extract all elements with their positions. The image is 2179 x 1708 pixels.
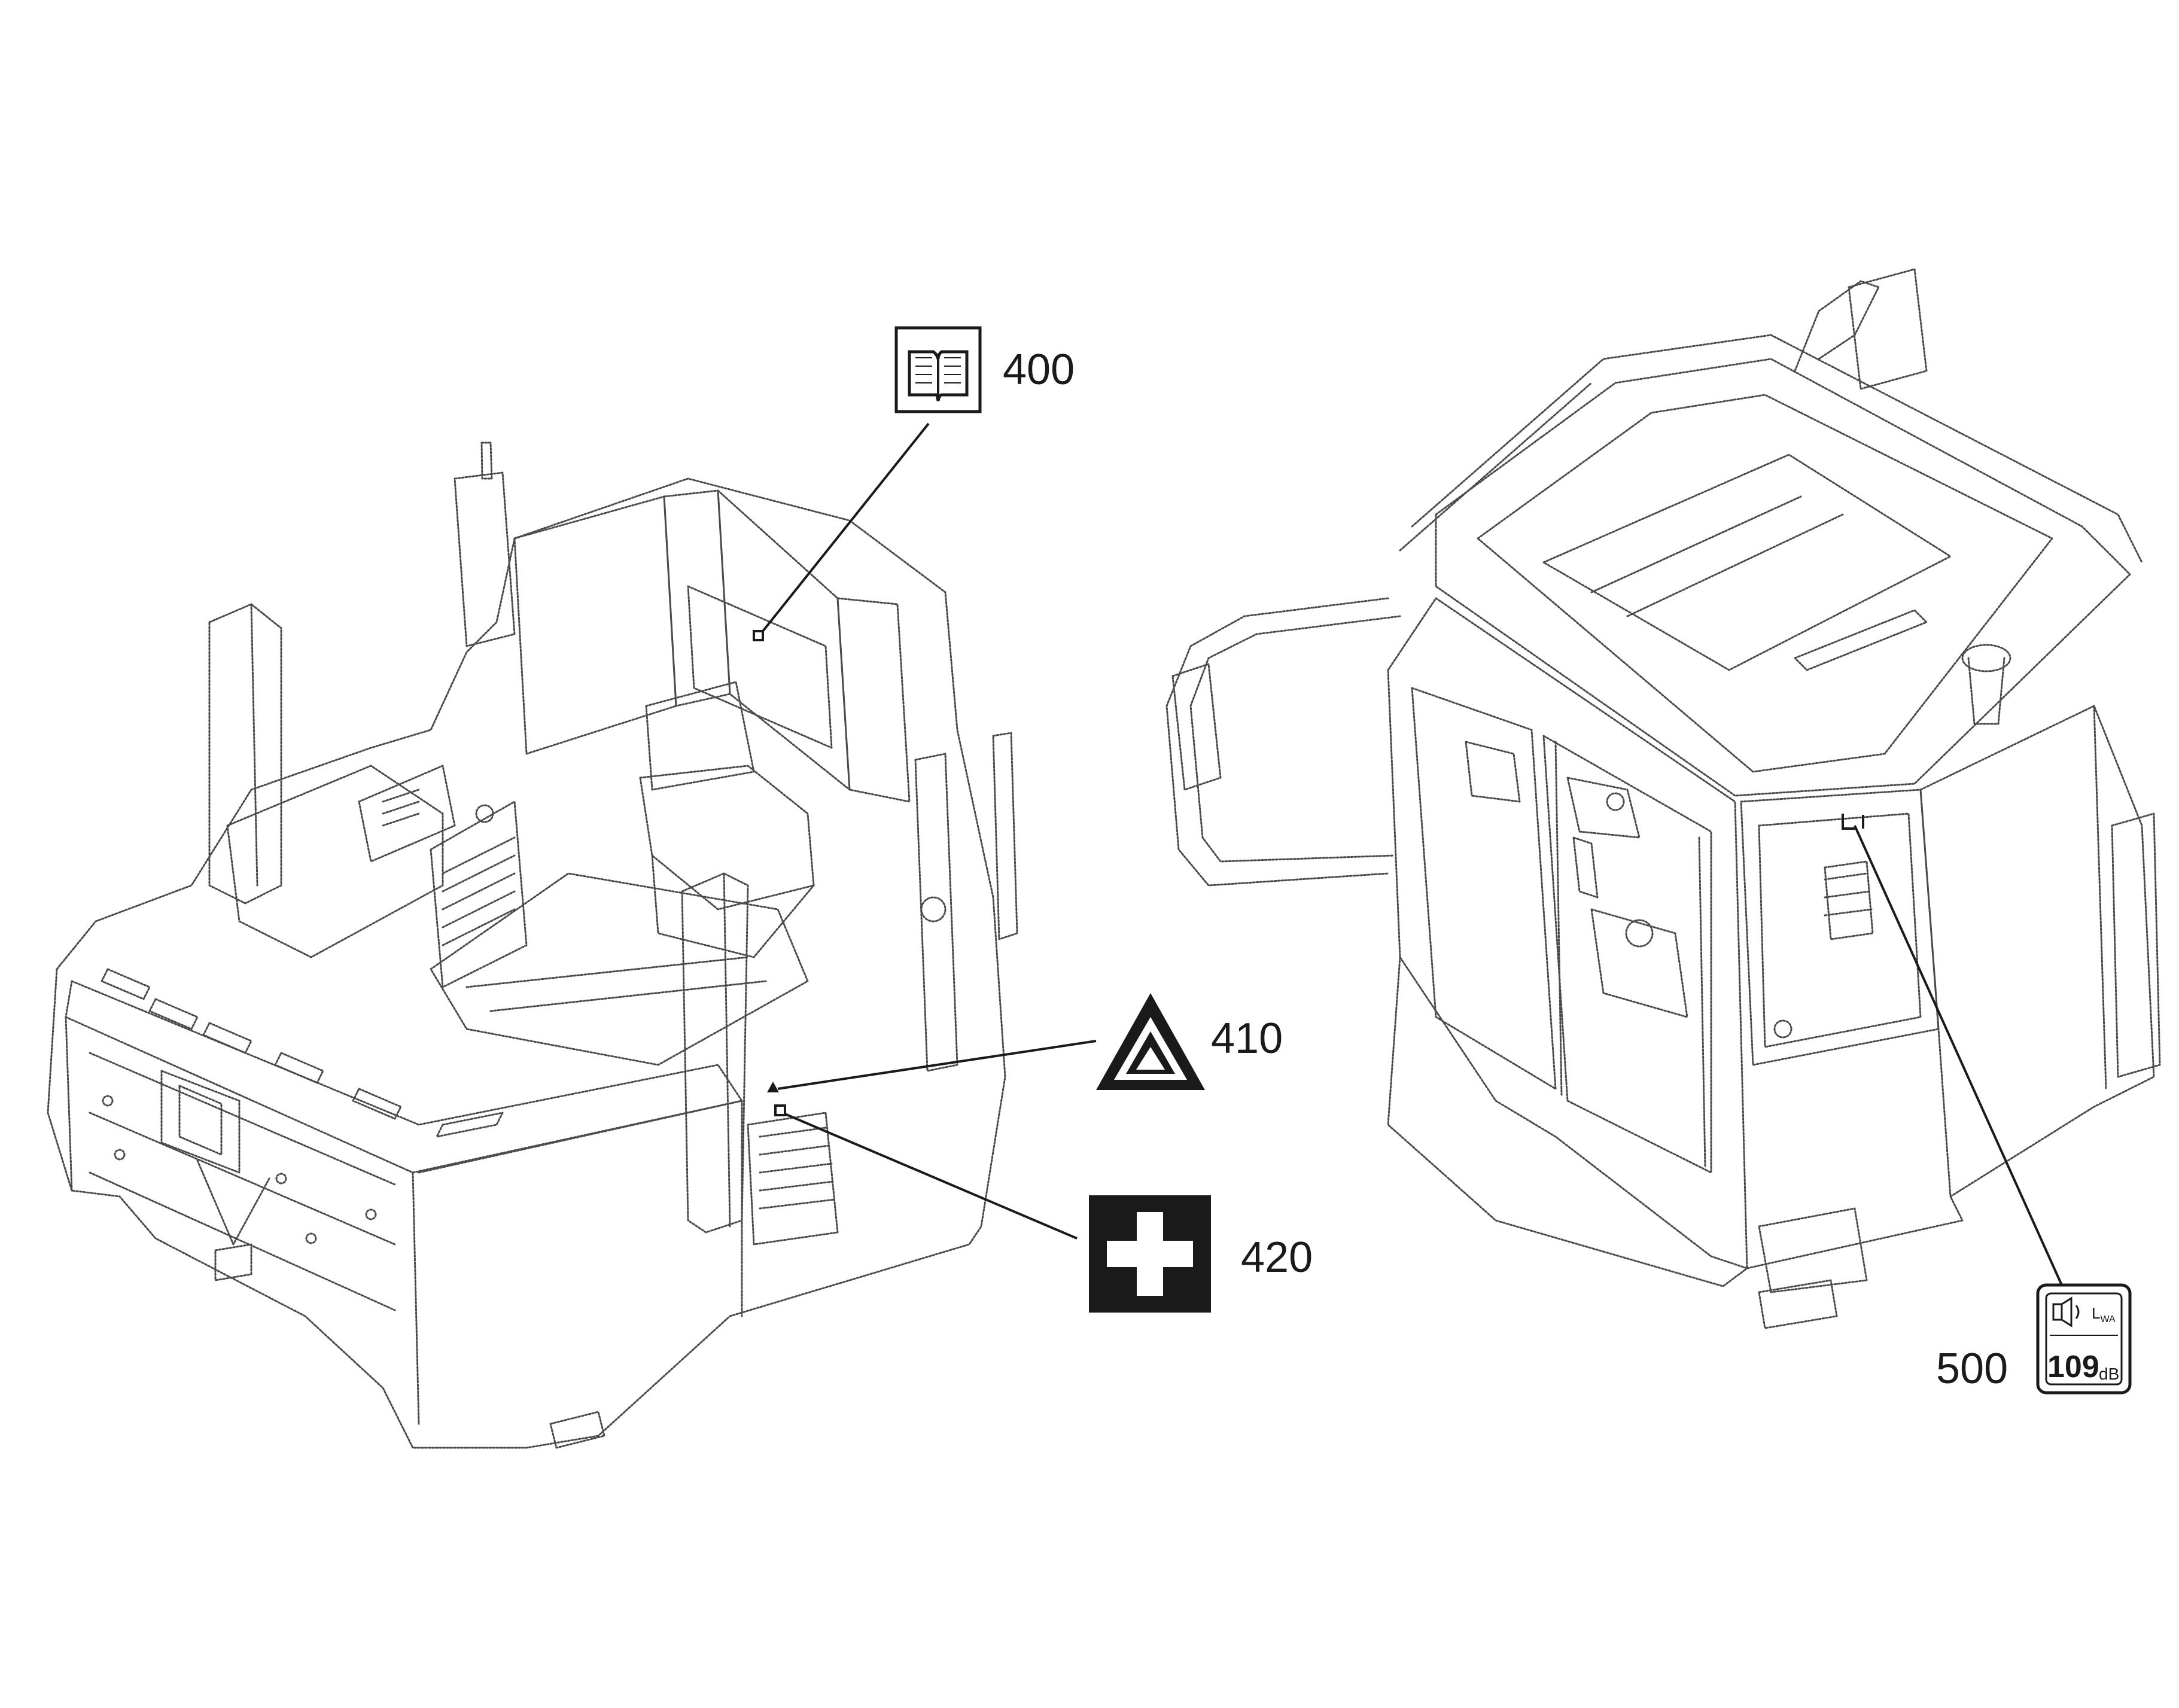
callout-label-400: 400 [1003,346,1075,394]
leader-line-500 [1854,825,2063,1286]
sound-value: 109 [2047,1350,2099,1384]
speaker-icon [2052,1296,2080,1328]
sound-symbol-label: LWA [2092,1304,2116,1325]
target-marker-420 [774,1104,786,1116]
callout-400: 400 [753,326,1075,641]
callout-410: 410 [767,993,1283,1092]
leader-line-410 [777,1040,1097,1090]
target-marker-400 [753,630,764,641]
operator-manual-icon [908,350,969,401]
target-marker-410 [767,1082,779,1092]
sound-symbol-letter: L [2092,1304,2100,1322]
callout-label-420: 420 [1241,1234,1313,1281]
callout-420: 420 [774,1104,1313,1313]
callout-500: LWA 109 dB 500 [1842,814,2132,1395]
target-marker-500 [1842,814,1864,830]
sound-symbol-subscript: WA [2100,1314,2116,1325]
cab-right-view [1165,268,2161,1329]
sound-unit: dB [2099,1365,2119,1383]
first-aid-icon [1089,1195,1211,1313]
warning-triangle-icon [1096,993,1205,1090]
leader-line-420 [784,1113,1078,1240]
callout-label-410: 410 [1211,1015,1283,1062]
sound-power-label-icon: LWA 109 dB [2036,1283,2132,1395]
callout-label-500: 500 [1936,1345,2008,1393]
leader-line-400 [762,422,930,632]
cab-left-view [47,442,1018,1449]
